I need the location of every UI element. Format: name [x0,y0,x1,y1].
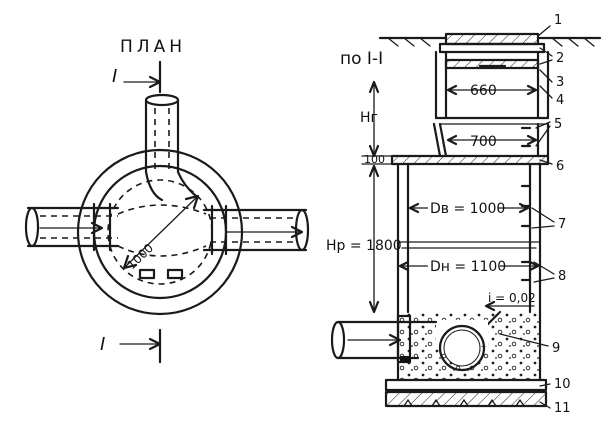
plan-outer-ring [76,148,244,316]
ground-surface [378,36,602,47]
plan-tray-bottom [117,245,207,257]
dim-700-label: 700 [470,134,497,150]
dimension-700: 700 [446,134,538,150]
plan-view: ПЛАН I [24,37,310,364]
hg-label: Hг [360,110,378,126]
plan-tray-top [117,204,207,215]
section-mark-top-label: I [112,66,117,87]
callout-5: 5 [554,117,562,132]
callout-6: 6 [556,159,564,174]
tray-pipe-section [438,324,486,372]
section-mark-bottom: I [100,328,162,364]
hr-label: Hр = 1800 [326,238,402,254]
callout-3: 3 [556,75,564,90]
dimension-dv: Dв = 1000 [408,198,530,217]
callout-4: 4 [556,93,564,108]
callout-9: 9 [552,341,560,356]
section-mark-top: I [112,60,162,94]
tray-base [396,310,542,382]
cover-slab: 100 [361,153,550,166]
slope-indicator: i = 0,02 [484,291,536,312]
dim-660-label: 660 [470,83,497,99]
callout-7: 7 [558,217,566,232]
plan-inlet-pipe [144,93,198,202]
section-inlet-pipe [330,314,438,364]
callout-8: 8 [558,269,566,284]
plan-ladder-steps [138,268,184,280]
callout-1: 1 [554,13,562,28]
plan-diameter-dimension: 1000 [122,194,200,272]
manhole-hatch [438,32,546,70]
shaft-walls [396,162,542,314]
plan-diameter-label: 1000 [124,241,156,272]
callout-numbers: 1 2 3 4 5 6 7 8 9 10 11 [552,13,571,416]
plan-main-pipe [24,202,310,256]
base-slabs [384,378,548,408]
dv-label: Dв = 1000 [430,201,505,217]
callout-2: 2 [556,51,564,66]
plan-inner-ring [92,164,228,300]
dimension-hr: Hр = 1800 [326,164,402,314]
plan-title: ПЛАН [120,37,186,57]
dimension-660: 660 [446,83,538,99]
callout-leaders [499,25,555,409]
dn-label: Dн = 1100 [430,259,506,275]
dimension-dn: Dн = 1100 [398,256,540,275]
dimension-hg: Hг [360,80,380,158]
callout-10: 10 [554,377,571,392]
section-mark-bottom-label: I [100,334,105,355]
neck-walls [432,50,550,158]
ladder-rungs [520,126,532,282]
slope-label: i = 0,02 [488,291,536,305]
callout-11: 11 [554,401,571,416]
section-view: по I-I [326,13,602,416]
section-title: по I-I [340,49,383,69]
